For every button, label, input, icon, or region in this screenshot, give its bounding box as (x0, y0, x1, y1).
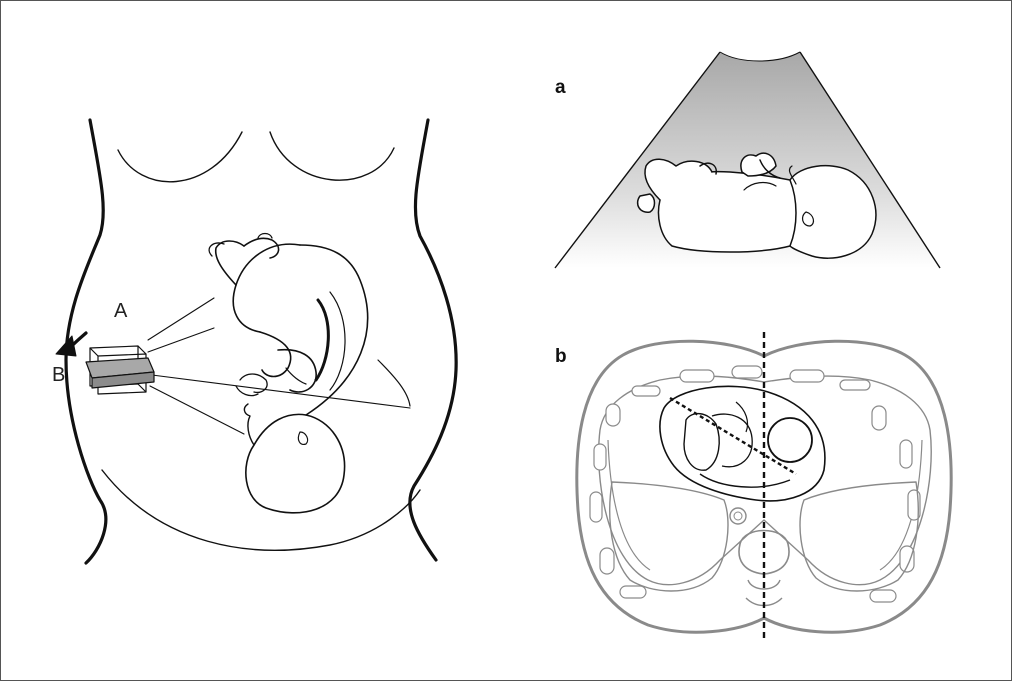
ultrasound-probe (86, 346, 154, 394)
fetus-left (209, 234, 410, 513)
probe-beam-lines (148, 298, 410, 434)
right-lung (800, 482, 918, 591)
panel-b-label: b (555, 346, 567, 367)
panel-a-fetus (638, 153, 876, 258)
label-A: A (114, 300, 128, 322)
breast-left (118, 132, 242, 182)
panel-a-label: a (555, 77, 566, 98)
abdomen-illustration (56, 120, 456, 563)
left-lung (610, 482, 728, 591)
fetal-heart (660, 386, 825, 500)
belly-lower-line (102, 470, 420, 550)
breast-right (270, 132, 394, 180)
label-B: B (52, 364, 65, 386)
